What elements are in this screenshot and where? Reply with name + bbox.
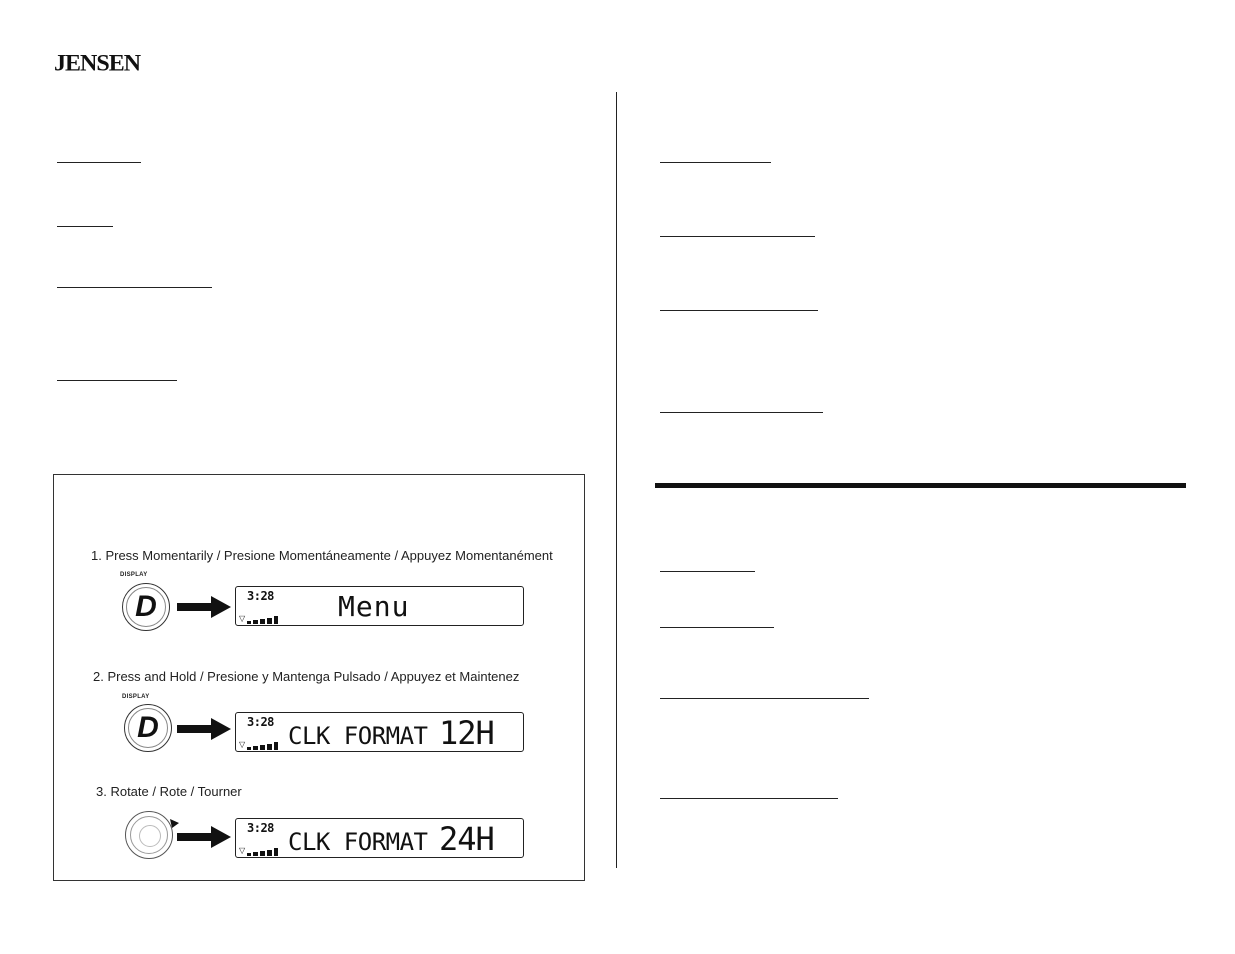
left-heading-underline-1 xyxy=(57,162,141,163)
triangle-down-icon: ▽ xyxy=(239,614,246,623)
display-button-icon: D xyxy=(124,704,172,752)
right-heading-underline-5 xyxy=(660,571,755,572)
signal-bars-icon xyxy=(247,742,278,750)
signal-bars-icon xyxy=(247,616,278,624)
lcd-main-text: CLK FORMAT xyxy=(288,722,428,750)
step-1-label: 1. Press Momentarily / Presione Momentán… xyxy=(91,548,553,563)
section-rule xyxy=(655,483,1186,488)
right-heading-underline-8 xyxy=(660,798,838,799)
left-heading-underline-3 xyxy=(57,287,212,288)
display-button-icon: D xyxy=(122,583,170,631)
rotate-indicator-icon xyxy=(170,819,179,828)
display-button-letter: D xyxy=(137,711,159,744)
display-button-letter: D xyxy=(135,590,157,623)
left-heading-underline-4 xyxy=(57,380,177,381)
clock-format-instruction-panel: 1. Press Momentarily / Presione Momentán… xyxy=(53,474,585,881)
right-heading-underline-6 xyxy=(660,627,774,628)
step-3-label: 3. Rotate / Rote / Tourner xyxy=(96,784,242,799)
left-heading-underline-2 xyxy=(57,226,113,227)
right-heading-underline-7 xyxy=(660,698,869,699)
signal-bars-icon xyxy=(247,848,278,856)
step-1-button-caption: DISPLAY xyxy=(120,572,148,578)
right-heading-underline-2 xyxy=(660,236,815,237)
right-heading-underline-1 xyxy=(660,162,771,163)
arrow-right-icon xyxy=(177,826,231,848)
triangle-down-icon: ▽ xyxy=(239,846,246,855)
triangle-down-icon: ▽ xyxy=(239,740,246,749)
right-heading-underline-3 xyxy=(660,310,818,311)
step-1-lcd-display: 3:28 ▽ Menu xyxy=(235,586,524,626)
lcd-main-text: Menu xyxy=(338,590,410,623)
right-heading-underline-4 xyxy=(660,412,823,413)
lcd-clock: 3:28 xyxy=(247,589,274,603)
column-divider xyxy=(616,92,617,868)
lcd-clock: 3:28 xyxy=(247,715,274,729)
arrow-right-icon xyxy=(177,718,231,740)
lcd-main-text: CLK FORMAT xyxy=(288,828,428,856)
arrow-right-icon xyxy=(177,596,231,618)
lcd-value-text: 12H xyxy=(439,714,495,752)
step-2-lcd-display: 3:28 ▽ CLK FORMAT 12H xyxy=(235,712,524,752)
step-2-button-caption: DISPLAY xyxy=(122,694,150,700)
jensen-logo: JENSEN xyxy=(54,51,141,77)
step-2-label: 2. Press and Hold / Presione y Mantenga … xyxy=(93,669,520,684)
lcd-value-text: 24H xyxy=(439,820,495,858)
rotary-knob-icon xyxy=(125,811,173,859)
step-3-lcd-display: 3:28 ▽ CLK FORMAT 24H xyxy=(235,818,524,858)
lcd-clock: 3:28 xyxy=(247,821,274,835)
